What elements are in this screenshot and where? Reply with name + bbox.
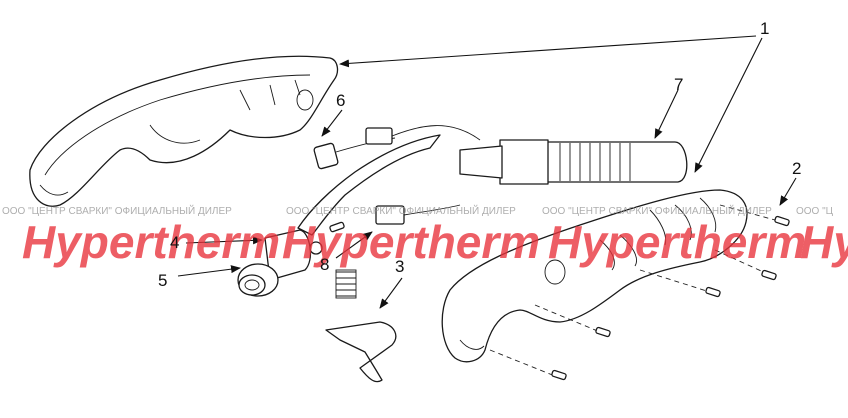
micro-switch [375,204,461,225]
callout-labels: 1 2 3 4 5 6 7 8 [158,19,801,290]
callout-3: 3 [395,257,404,276]
torch-head [237,229,323,297]
brand-watermark-4: Hy [800,216,848,268]
brand-watermark-1: Hypertherm [22,216,280,268]
left-handle-half [29,55,339,207]
callout-4: 4 [170,233,179,252]
trigger-switch-part [313,125,481,170]
callout-6: 6 [336,91,345,110]
callout-5: 5 [158,271,167,290]
callout-1: 1 [760,19,769,38]
brand-watermark-3: Hypertherm [548,216,806,268]
torch-lead-hose [297,134,688,236]
dealer-text-1: ООО "ЦЕНТР СВАРКИ" ОФИЦИАЛЬНЫЙ ДИЛЕР [2,204,232,217]
callout-7: 7 [674,75,683,94]
dealer-text-4: ООО "Ц [796,206,834,217]
dealer-text-2: ООО "ЦЕНТР СВАРКИ" ОФИЦИАЛЬНЫЙ ДИЛЕР [286,204,516,217]
screws [329,204,790,381]
hypertherm-watermark: Hypertherm Hypertherm Hypertherm Hy [22,216,848,268]
brand-watermark-2: Hypertherm [282,216,540,268]
callout-8: 8 [320,255,329,274]
dealer-text-3: ООО "ЦЕНТР СВАРКИ" ОФИЦИАЛЬНЫЙ ДИЛЕР [542,204,772,217]
leader-lines [177,35,797,309]
trigger-assembly [325,269,397,383]
dealer-watermark: ООО "ЦЕНТР СВАРКИ" ОФИЦИАЛЬНЫЙ ДИЛЕР ООО… [2,204,834,217]
callout-2: 2 [792,159,801,178]
